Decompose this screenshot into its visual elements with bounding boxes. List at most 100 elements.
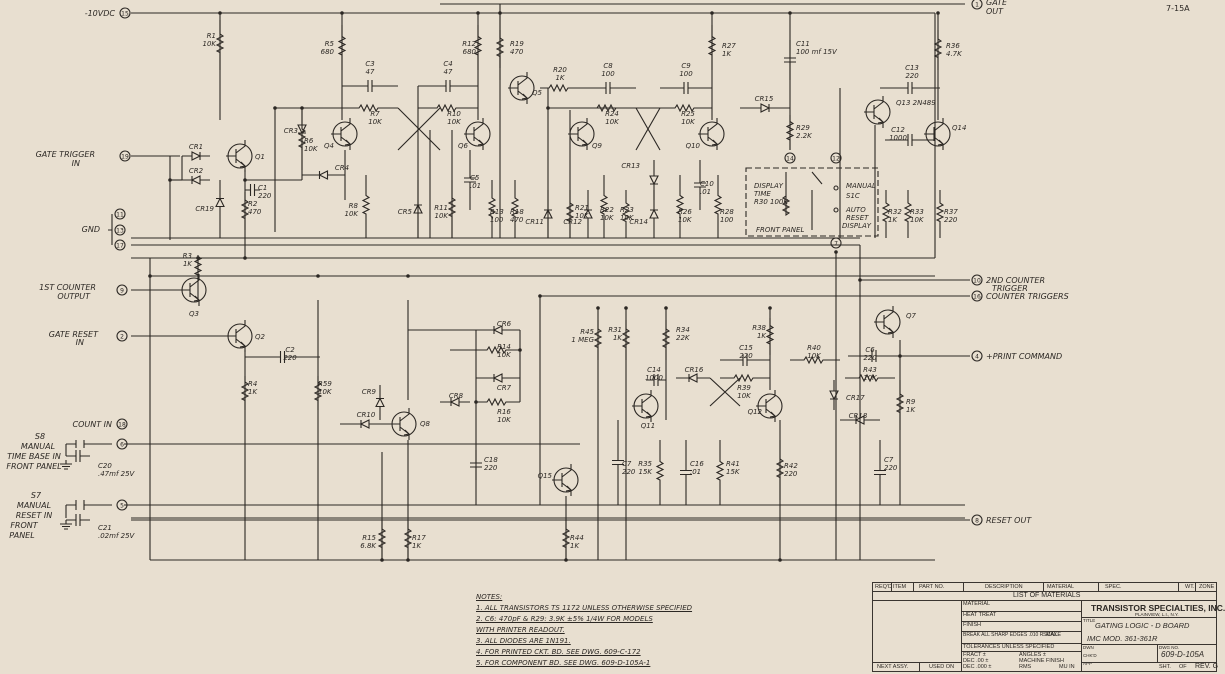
tb-angles: ANGLES ± [1019,652,1046,658]
resistor-r24 [580,103,636,113]
junction-dot [768,306,772,310]
junction-dot [624,306,628,310]
resistor-r23 [621,190,631,238]
transistor-q7-leads [874,306,894,338]
switch-s7-label: RESET IN [16,511,53,520]
front-panel-box [745,167,879,237]
terminal-12 [830,152,842,164]
front-panel-label: R30 100K [754,198,789,206]
tb-header: ITEM [893,584,907,590]
resistor-r40 [790,355,840,365]
resistor-r7 [342,103,398,113]
transistor-q7-label: Q7 [906,312,917,320]
gnd-bracket [108,214,113,245]
junction-dot [834,250,838,254]
terminal-4 [971,350,983,362]
tb-header: PART NO. [919,584,945,590]
transistor-q9-arrow [581,139,589,146]
switch-s8-label: MANUAL [21,442,55,451]
capacitor-c6 [848,350,900,362]
resistor-r27 [707,25,717,70]
capacitor-c10 [694,160,706,210]
terminal-label: GATE RESET [49,330,99,339]
diode-cr2 [182,175,210,185]
junction-dot [474,400,478,404]
transistor-q12-label: Q12 [748,408,763,416]
resistor-r10 [418,103,478,113]
tb-header: DESCRIPTION [985,584,1023,590]
transistor-q14-leads [924,118,944,150]
transistor-q12-leads [756,390,776,422]
diode-cr19-label: CR19 [195,205,214,213]
transistor-q8-leads [390,408,410,440]
junction-dot [243,178,247,182]
terminal-16 [971,290,983,302]
tb-chkd: CHK'D [1083,653,1097,658]
terminal-label: GND [82,225,100,234]
junction-dot [316,274,320,278]
switch-s8-label: TIME BASE IN [7,452,61,461]
junction-dot [664,306,668,310]
diode-cr13-label: CR13 [621,162,640,170]
capacitor-c14 [646,374,666,386]
title-block: REQ'D ITEM PART NO. DESCRIPTION MATERIAL… [872,582,1225,672]
capacitor-c20-label: C20.47mf 25V [98,462,136,478]
transistor-q8-label: Q8 [420,420,431,428]
diode-cr3-label: CR3 [284,127,298,135]
transistor-q14-arrow [937,139,945,146]
transistor-q13-arrow [877,117,885,124]
diode-cr10 [340,419,390,429]
switch-s7 [65,500,112,518]
junction-dot [168,178,172,182]
tb-header: MATERIAL [1047,584,1075,590]
switch-contact [833,207,839,213]
diode-cr12 [583,190,593,238]
terminal-label: +PRINT COMMAND [986,352,1062,361]
terminal-18 [116,418,128,430]
transistor-q3-label: Q3 [189,310,199,318]
diode-cr5-label: CR5 [398,208,413,216]
junction-dot [300,106,304,110]
diode-cr17 [829,380,839,410]
diode-cr11-label: CR11 [525,218,544,226]
notes-title: NOTES: [476,593,503,601]
switch-s7-label: PANEL [9,531,34,540]
transistor-q13-leads [864,96,884,128]
terminal-label: OUT [986,7,1004,16]
notes-block: NOTES: 1. ALL TRANSISTORS TS 1172 UNLESS… [476,592,776,669]
ground-symbol [60,520,72,530]
diode-cr1 [182,151,210,161]
tb-dwg-no-label: DWG NO. [1159,645,1180,650]
cross-wire [397,107,441,151]
list-of-materials: LIST OF MATERIALS [1013,592,1081,599]
capacitor-c13 [880,82,940,94]
capacitor-c7a [612,420,624,505]
diode-cr9 [375,385,385,420]
terminal-label: OUTPUT [57,292,91,301]
terminal-15-number: 15 [121,11,129,18]
transistor-q8-arrow [403,429,411,436]
transistor-q13-label: Q13 2N489 [896,99,936,107]
transistor-q12-arrow [769,411,777,418]
terminal-17 [114,239,126,251]
drawing-title: GATING LOGIC - D BOARD [1095,621,1190,630]
junction-dot [936,11,940,15]
diode-cr7-label: CR7 [497,384,512,392]
transistor-q5-arrow [521,93,529,100]
terminal-13 [114,224,126,236]
diode-cr2-label: CR2 [189,167,204,175]
tb-used-on: USED ON [929,664,955,670]
